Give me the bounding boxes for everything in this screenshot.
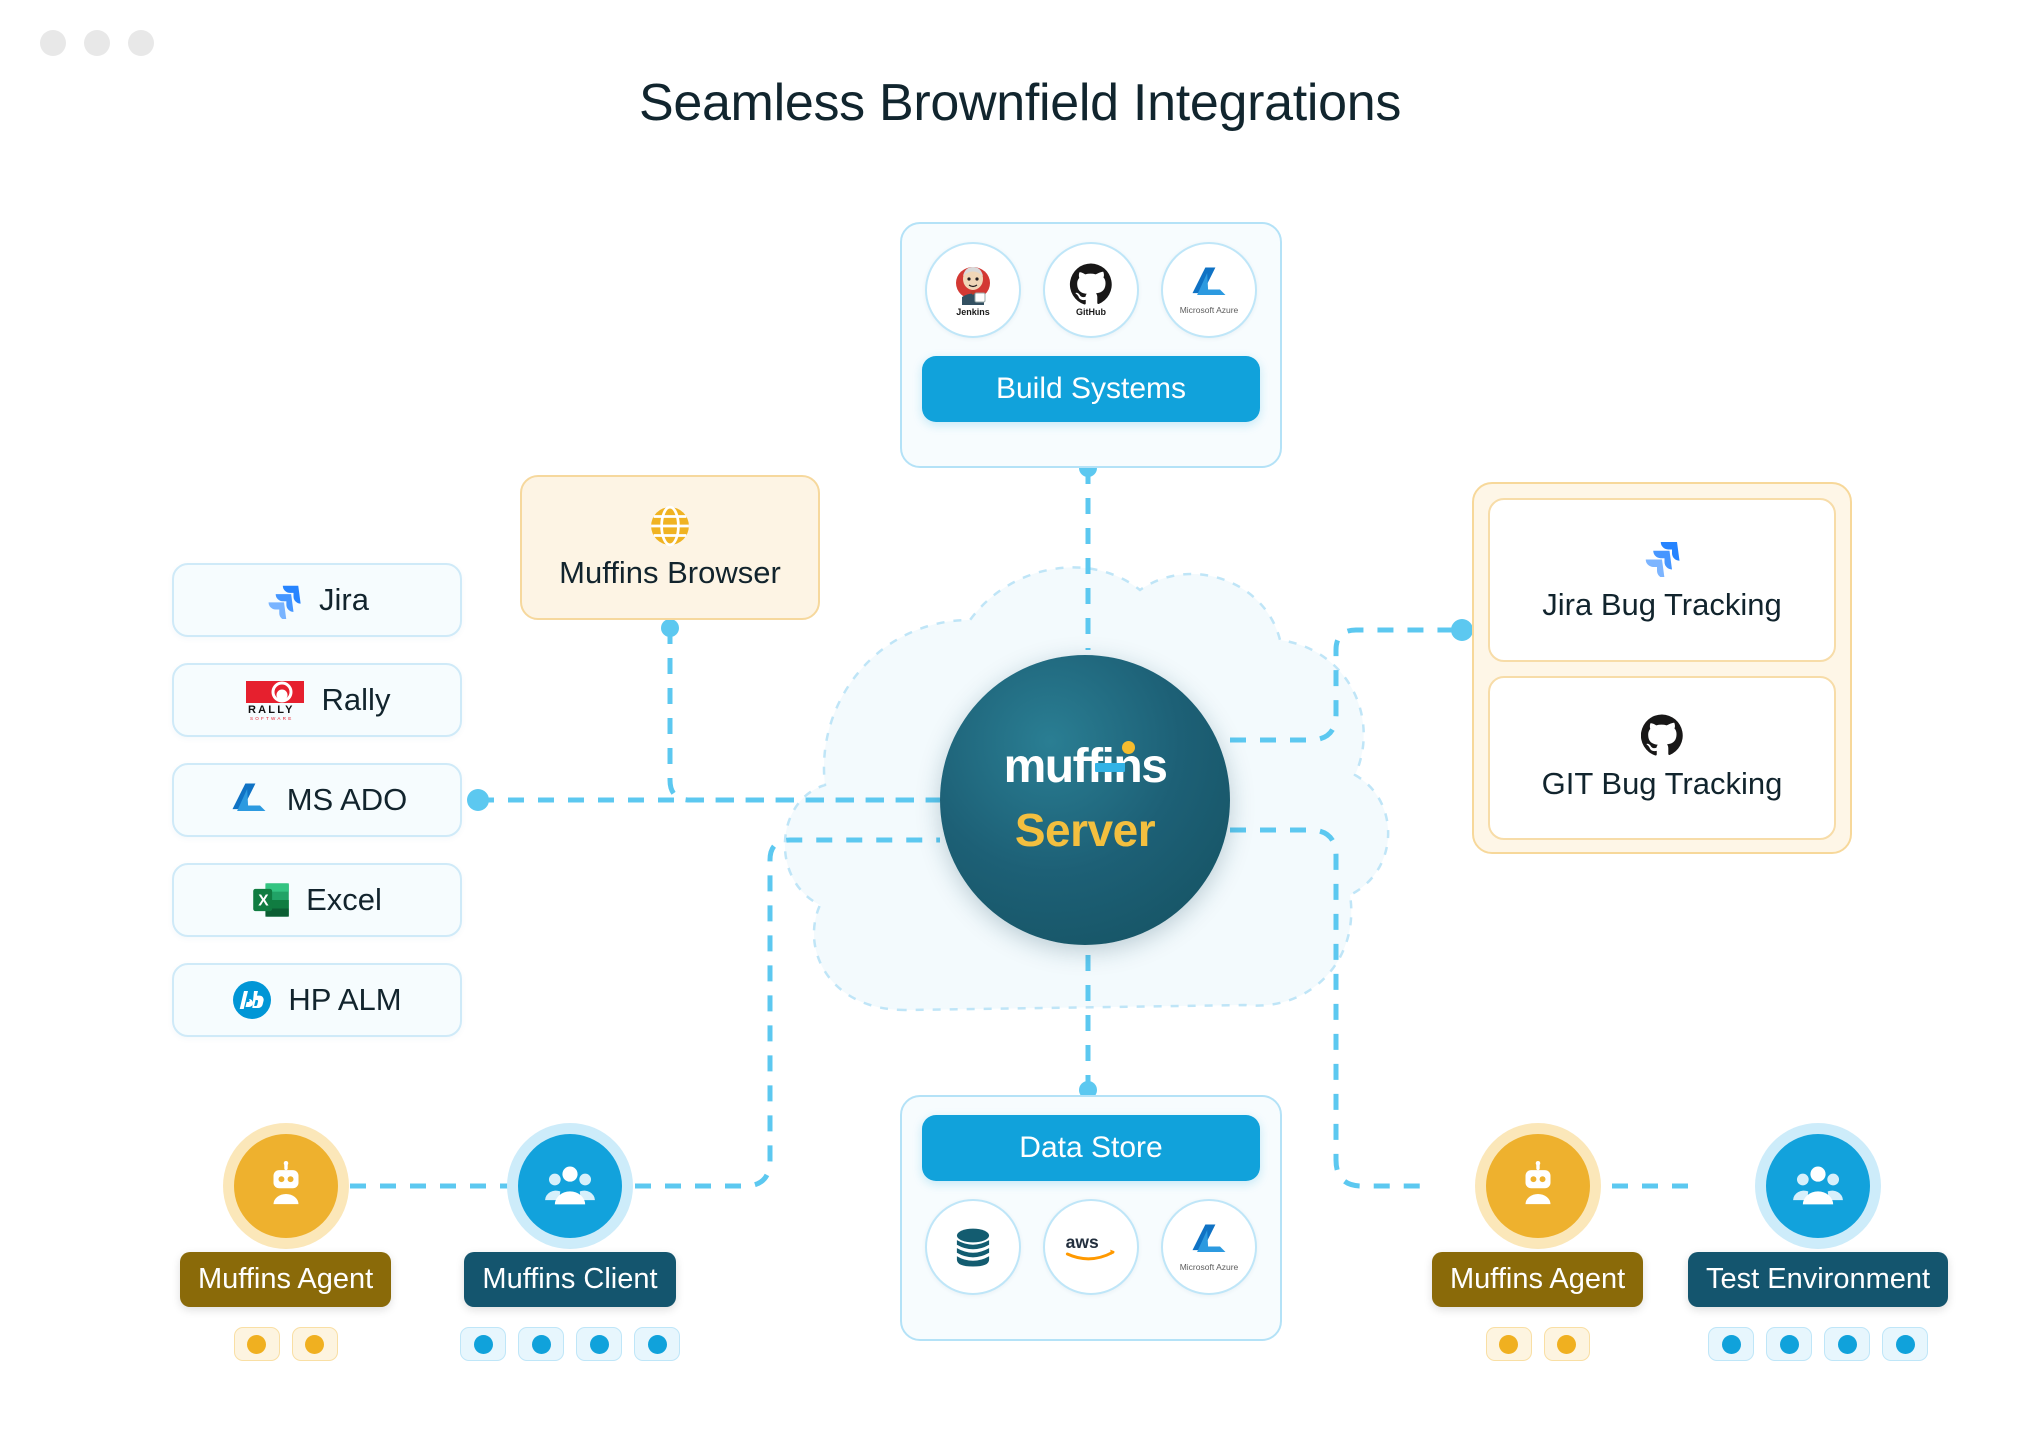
jenkins-caption: Jenkins — [956, 307, 990, 317]
integration-label: Rally — [321, 682, 391, 717]
ms-ado-icon — [232, 783, 266, 811]
status-chip[interactable] — [1824, 1327, 1871, 1361]
status-chip[interactable] — [1708, 1327, 1755, 1361]
status-chip[interactable] — [233, 1327, 280, 1361]
svg-text:RALLY: RALLY — [248, 704, 295, 716]
github-icon — [1069, 263, 1112, 305]
node-muffins-agent-right[interactable]: Muffins Agent — [1432, 1134, 1644, 1361]
svg-text:aws: aws — [1066, 1232, 1099, 1252]
people-icon — [1793, 1166, 1843, 1205]
bug-tracking-card-jira[interactable]: Jira Bug Tracking — [1488, 498, 1836, 662]
agent-avatar — [233, 1134, 338, 1238]
integration-card-jira[interactable]: Jira — [172, 563, 462, 637]
client-avatar — [518, 1134, 622, 1238]
database-icon — [956, 1228, 990, 1267]
jira-icon — [1645, 542, 1680, 577]
node-test-environment[interactable]: Test Environment — [1688, 1134, 1949, 1361]
node-label: Muffins Agent — [1432, 1252, 1644, 1307]
status-chip[interactable] — [1485, 1327, 1532, 1361]
github-logo[interactable]: GitHub — [1043, 242, 1139, 338]
integration-label: Excel — [306, 882, 382, 917]
svg-text:X: X — [258, 893, 269, 910]
aws-logo[interactable]: aws — [1043, 1199, 1139, 1295]
agent-avatar — [1485, 1134, 1590, 1238]
github-caption: GitHub — [1076, 307, 1106, 317]
rally-icon: RALLY SOFTWARE — [245, 681, 304, 721]
status-chip[interactable] — [1882, 1327, 1929, 1361]
test-env-chip-row — [1708, 1327, 1929, 1361]
integration-card-hp-alm[interactable]: HP ALM — [172, 963, 462, 1037]
aws-icon: aws — [1066, 1232, 1115, 1261]
excel-icon: X — [253, 883, 289, 917]
status-chip[interactable] — [576, 1327, 622, 1361]
status-chip[interactable] — [291, 1327, 338, 1361]
build-systems-logo-row: Jenkins GitHub Microsoft Azure — [922, 242, 1260, 338]
azure-caption: Microsoft Azure — [1179, 1262, 1239, 1272]
muffins-wordmark: muffins — [1003, 740, 1168, 793]
muffins-logo-dot — [1121, 741, 1135, 754]
integration-label: MS ADO — [286, 782, 408, 817]
jenkins-icon — [956, 267, 990, 305]
build-systems-button[interactable]: Build Systems — [922, 356, 1260, 422]
globe-icon — [651, 505, 689, 546]
client-chip-row — [460, 1327, 680, 1361]
status-chip[interactable] — [1766, 1327, 1813, 1361]
integration-card-ms-ado[interactable]: MS ADO — [172, 763, 462, 837]
window-dot-maximize[interactable] — [84, 30, 110, 56]
robot-icon — [273, 1161, 299, 1205]
node-label: Muffins Client — [464, 1252, 676, 1307]
node-muffins-client[interactable]: Muffins Client — [460, 1134, 680, 1361]
muffins-logo-bar — [1094, 763, 1125, 773]
microsoft-azure-logo[interactable]: Microsoft Azure — [1161, 242, 1257, 338]
bug-tracking-label: GIT Bug Tracking — [1541, 766, 1783, 801]
node-muffins-agent-left[interactable]: Muffins Agent — [180, 1134, 392, 1361]
muffins-server-node[interactable]: muffins Server — [940, 655, 1230, 945]
bug-tracking-label: Jira Bug Tracking — [1542, 587, 1782, 622]
jira-icon — [268, 585, 301, 619]
server-role-label: Server — [1014, 804, 1156, 856]
agent-chip-row — [233, 1327, 338, 1361]
jenkins-logo[interactable]: Jenkins — [925, 242, 1021, 338]
azure-icon — [1192, 1224, 1226, 1252]
microsoft-azure-logo[interactable]: Microsoft Azure — [1161, 1199, 1257, 1295]
agent-chip-row — [1485, 1327, 1590, 1361]
muffins-browser-label: Muffins Browser — [559, 554, 781, 590]
node-label: Muffins Agent — [180, 1252, 392, 1307]
node-label: Test Environment — [1688, 1252, 1949, 1307]
integration-label: Jira — [319, 582, 369, 617]
robot-icon — [1525, 1161, 1551, 1205]
window-dot-close[interactable] — [128, 30, 154, 56]
window-dot-minimize[interactable] — [40, 30, 66, 56]
integration-card-rally[interactable]: RALLY SOFTWARE Rally — [172, 663, 462, 737]
test-env-avatar — [1766, 1134, 1871, 1238]
people-icon — [545, 1166, 595, 1205]
data-store-button[interactable]: Data Store — [922, 1115, 1260, 1181]
muffins-brand-text: muffins — [1003, 740, 1168, 793]
hp-alm-icon — [233, 981, 272, 1019]
database-logo[interactable] — [925, 1199, 1021, 1295]
window-controls — [40, 30, 154, 56]
status-chip[interactable] — [634, 1327, 680, 1361]
integration-card-excel[interactable]: X Excel — [172, 863, 462, 937]
data-store-panel: Data Store aws — [900, 1095, 1282, 1341]
muffins-browser-card[interactable]: Muffins Browser — [520, 475, 820, 620]
build-systems-panel: Jenkins GitHub Microsoft Azure Build Sys… — [900, 222, 1282, 468]
status-chip[interactable] — [518, 1327, 564, 1361]
svg-text:SOFTWARE: SOFTWARE — [250, 716, 293, 721]
status-chip[interactable] — [1543, 1327, 1590, 1361]
status-chip[interactable] — [460, 1327, 506, 1361]
azure-caption: Microsoft Azure — [1179, 305, 1239, 315]
integration-label: HP ALM — [288, 982, 402, 1017]
data-store-logo-row: aws Microsoft Azure — [922, 1199, 1260, 1295]
azure-icon — [1192, 267, 1226, 295]
page-title: Seamless Brownfield Integrations — [638, 74, 1402, 132]
bug-tracking-card-git[interactable]: GIT Bug Tracking — [1488, 676, 1836, 840]
bug-tracking-panel: Jira Bug Tracking GIT Bug Tracking — [1472, 482, 1852, 854]
github-icon — [1641, 714, 1683, 756]
